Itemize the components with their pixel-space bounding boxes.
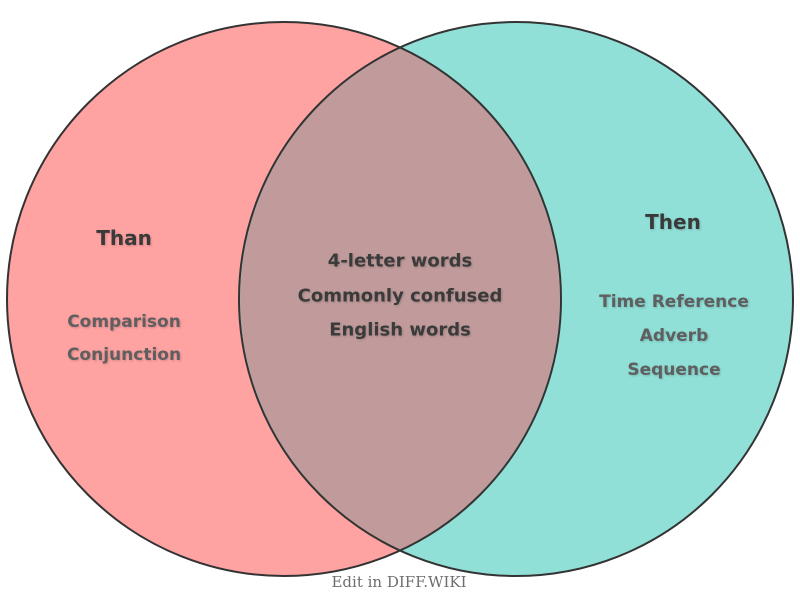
left-circle-title: Than: [96, 226, 152, 250]
overlap-item: Commonly confused: [297, 285, 503, 307]
right-circle-item: Time Reference: [599, 292, 749, 312]
right-circle-item: Sequence: [627, 360, 721, 380]
right-circle-title: Then: [645, 210, 701, 234]
overlap-item: English words: [329, 319, 471, 341]
right-circle-item: Adverb: [639, 326, 709, 346]
right-circle-outline: [238, 21, 794, 577]
left-circle-item: Conjunction: [66, 345, 182, 365]
overlap-region-fill: [240, 48, 560, 550]
overlap-item: 4-letter words: [327, 250, 473, 272]
footer-edit-link[interactable]: Edit in DIFF.WIKI: [331, 573, 467, 591]
left-circle-item: Comparison: [67, 312, 181, 332]
left-circle-outline: [6, 21, 562, 577]
